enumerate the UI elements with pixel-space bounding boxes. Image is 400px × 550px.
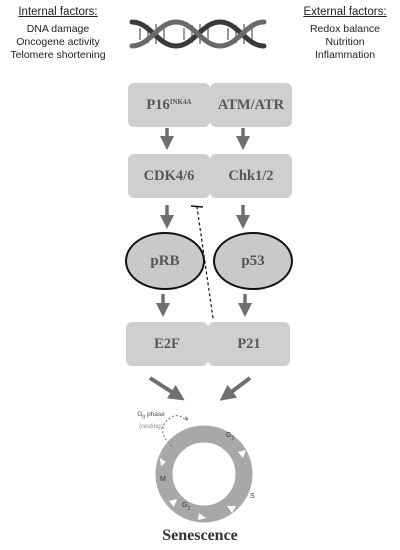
prb-label: pRB (150, 252, 180, 269)
prb-node: pRB (125, 232, 205, 290)
g1-letter: G (226, 432, 232, 439)
external-factors-block: External factors: Redox balance Nutritio… (292, 6, 398, 62)
external-factor-item: Redox balance (309, 23, 381, 35)
internal-factor-item: DNA damage (26, 23, 90, 35)
g1-label: G1 (226, 432, 234, 441)
g0-subscript: 0 (142, 414, 146, 421)
p21-box: P21 (208, 322, 290, 366)
internal-factors-block: Internal factors: DNA damage Oncogene ac… (2, 6, 114, 62)
atm-atr-label: ATM/ATR (217, 96, 285, 113)
external-factors-title: External factors: (303, 6, 387, 18)
ink4a-superscript: INK4A (169, 98, 192, 106)
cdk46-box: CDK4/6 (128, 154, 210, 198)
g0-phase-word: phase (145, 411, 165, 418)
internal-factor-item: Telomere shortening (10, 49, 106, 61)
arrow-e2f-to-senescence (148, 376, 185, 401)
g1-subscript: 1 (231, 435, 235, 442)
resting-label: (resting) (139, 423, 163, 431)
g0-letter: G (137, 411, 143, 418)
p53-label: p53 (241, 252, 265, 269)
dna-double-helix-icon (129, 19, 267, 49)
m-phase-label: M (160, 476, 166, 483)
external-factor-item: Inflammation (314, 49, 376, 61)
p16-label: P16 (146, 96, 170, 113)
p21-inhibits-cdk46-line (190, 205, 214, 319)
atm-atr-box: ATM/ATR (210, 83, 292, 127)
e2f-box: E2F (126, 322, 208, 366)
e2f-label: E2F (154, 335, 180, 352)
internal-factor-item: Oncogene activity (16, 36, 100, 48)
g0-phase-label: G0 phase (resting) (126, 410, 176, 431)
senescence-title: Senescence (162, 527, 238, 544)
g2-subscript: 2 (187, 505, 191, 512)
arrow-p21-to-senescence (219, 376, 252, 401)
g2-letter: G (182, 502, 188, 509)
s-phase-label: S (250, 493, 255, 500)
g2-label: G2 (182, 502, 190, 511)
cell-cycle-ring-icon (155, 415, 253, 523)
external-factor-item: Nutrition (325, 36, 365, 48)
p53-node: p53 (213, 232, 293, 290)
cdk46-label: CDK4/6 (143, 167, 195, 184)
chk12-box: Chk1/2 (210, 154, 292, 198)
chk12-label: Chk1/2 (228, 167, 274, 184)
internal-factors-title: Internal factors: (18, 6, 98, 18)
p21-label: P21 (237, 335, 261, 352)
